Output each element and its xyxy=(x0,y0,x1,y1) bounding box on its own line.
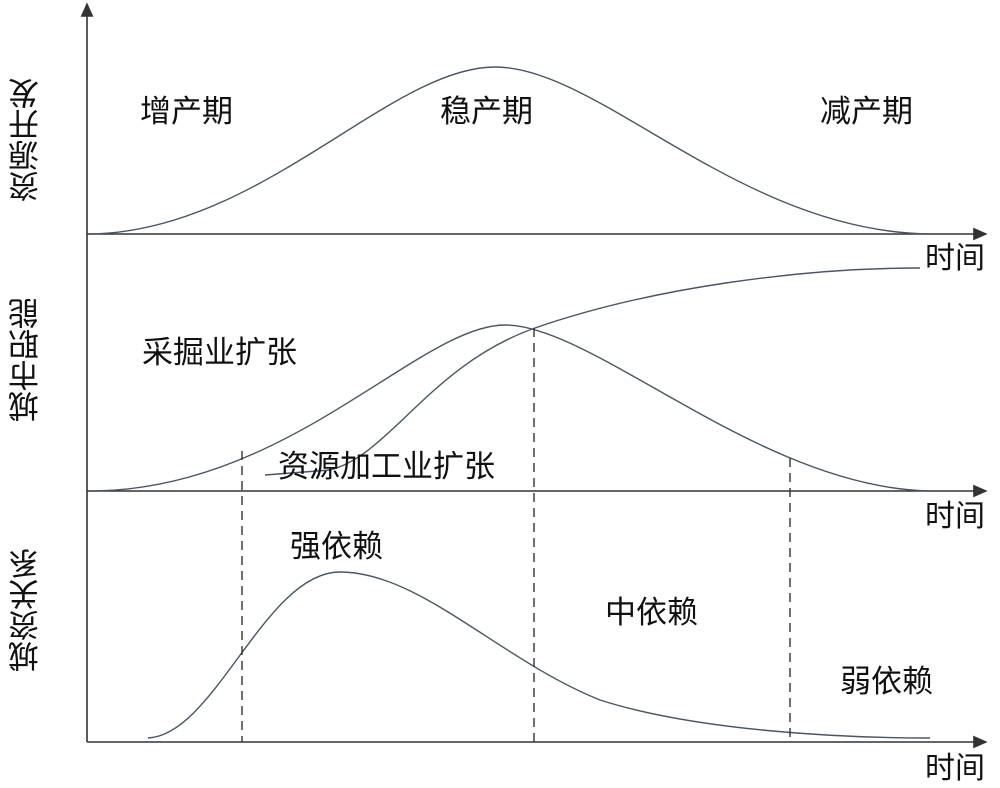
mining-expansion-curve xyxy=(94,324,931,492)
x-label-time-2: 时间 xyxy=(925,499,985,534)
phase-increasing: 增产期 xyxy=(140,94,233,130)
dependency-curve xyxy=(147,571,931,739)
label-strong-dependency: 强依赖 xyxy=(290,529,383,565)
x-label-time-1: 时间 xyxy=(925,241,985,276)
processing-expansion-curve xyxy=(264,267,921,476)
phase-decreasing: 减产期 xyxy=(820,94,913,130)
y-label-city-resource-relation: 城资关系 xyxy=(9,548,45,672)
y-label-resource-development: 资源开发 xyxy=(9,78,45,202)
phase-stable: 稳产期 xyxy=(440,94,533,130)
label-processing-expansion: 资源加工业扩张 xyxy=(278,449,495,485)
label-medium-dependency: 中依赖 xyxy=(605,595,698,631)
resource-development-curve xyxy=(89,66,931,235)
label-weak-dependency: 弱依赖 xyxy=(840,664,933,700)
y-label-city-function: 城市职能 xyxy=(9,298,45,422)
x-label-time-3: 时间 xyxy=(925,751,985,786)
label-mining-expansion: 采掘业扩张 xyxy=(142,335,297,371)
